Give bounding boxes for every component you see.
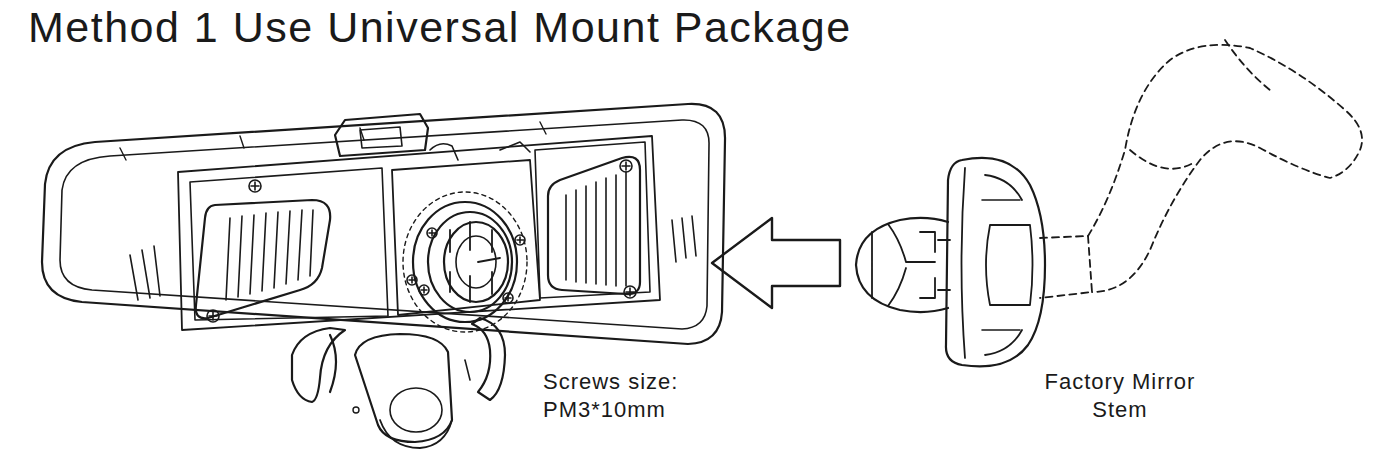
ball-joint bbox=[856, 218, 950, 312]
mount-cap bbox=[946, 158, 1045, 367]
screws bbox=[207, 160, 636, 322]
page-title: Method 1 Use Universal Mount Package bbox=[28, 2, 852, 54]
insert-arrow bbox=[712, 218, 840, 308]
mirror-body bbox=[42, 104, 725, 344]
screw-size-note: Screws size: PM3*10mm bbox=[543, 368, 693, 423]
center-mount bbox=[392, 160, 540, 332]
part-name: Factory Mirror Stem bbox=[1040, 368, 1200, 423]
rear-camera bbox=[292, 318, 505, 448]
right-vent bbox=[548, 157, 640, 294]
top-clip bbox=[335, 114, 530, 160]
factory-stem bbox=[1040, 40, 1362, 298]
left-vent bbox=[196, 200, 330, 318]
